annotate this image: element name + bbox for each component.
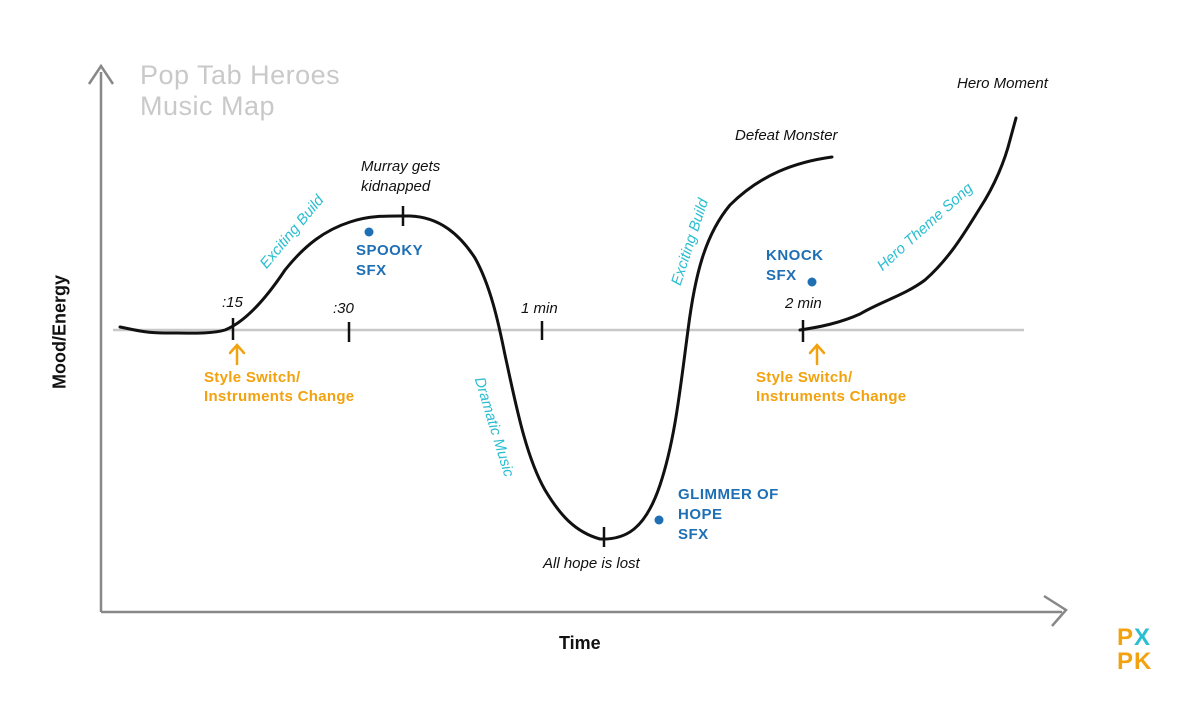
- style-switch-1-line2: Instruments Change: [204, 388, 355, 405]
- logo-p1: P: [1117, 624, 1135, 651]
- time-label-15: :15: [222, 294, 243, 311]
- mood-curve-main: [118, 155, 834, 541]
- sfx-spooky-line1: SPOOKY: [356, 242, 424, 259]
- x-axis-arrow-icon: [1043, 594, 1068, 627]
- mood-curve-hero: [798, 116, 1018, 332]
- sfx-glimmer-line1: GLIMMER OF: [678, 486, 779, 503]
- style-switch-2-line2: Instruments Change: [756, 388, 907, 405]
- style-switch-label-2: Style Switch/ Instruments Change: [756, 368, 906, 406]
- event-all-hope-lost: All hope is lost: [543, 555, 640, 572]
- logo-p2: P: [1117, 648, 1135, 675]
- diagram-title-line1: Pop Tab Heroes: [140, 60, 341, 90]
- style-switch-arrow-icon-1: [228, 343, 246, 366]
- time-label-2min: 2 min: [785, 295, 822, 312]
- logo-line2: PK: [1117, 650, 1165, 674]
- event-murray-line1: Murray gets: [361, 158, 441, 175]
- glimmer-sfx-dot-icon: [654, 515, 664, 525]
- logo-x: X: [1134, 624, 1152, 651]
- y-axis-label: Mood/Energy: [49, 274, 70, 390]
- sfx-spooky-line2: SFX: [356, 262, 387, 279]
- sfx-knock-line2: SFX: [766, 267, 797, 284]
- knock-sfx-dot-icon: [807, 277, 817, 287]
- diagram-title-line2: Music Map: [140, 91, 276, 121]
- style-switch-arrow-icon-2: [808, 343, 826, 366]
- x-axis-label: Time: [559, 633, 601, 653]
- time-label-30: :30: [333, 300, 354, 317]
- sfx-knock: KNOCK SFX: [766, 246, 824, 286]
- sfx-spooky: SPOOKY SFX: [356, 241, 423, 281]
- sfx-glimmer-of-hope: GLIMMER OF HOPE SFX: [678, 485, 779, 545]
- logo-k: K: [1134, 648, 1153, 675]
- pxpk-logo: PX PK: [1117, 626, 1165, 676]
- event-murray-kidnapped: Murray gets kidnapped: [361, 157, 440, 197]
- style-switch-label-1: Style Switch/ Instruments Change: [204, 368, 354, 406]
- logo-line1: PX: [1117, 626, 1165, 650]
- spooky-sfx-dot-icon: [364, 227, 374, 237]
- event-hero-moment: Hero Moment: [957, 75, 1048, 92]
- style-switch-1-line1: Style Switch/: [204, 369, 301, 386]
- sfx-glimmer-line2: HOPE: [678, 506, 723, 523]
- diagram-title: Pop Tab Heroes Music Map: [140, 60, 340, 122]
- sfx-knock-line1: KNOCK: [766, 247, 824, 264]
- event-murray-line2: kidnapped: [361, 178, 431, 195]
- sfx-glimmer-line3: SFX: [678, 526, 709, 543]
- event-defeat-monster: Defeat Monster: [735, 127, 838, 144]
- style-switch-2-line1: Style Switch/: [756, 369, 853, 386]
- time-label-1min: 1 min: [521, 300, 558, 317]
- y-axis-arrow-icon: [87, 63, 115, 85]
